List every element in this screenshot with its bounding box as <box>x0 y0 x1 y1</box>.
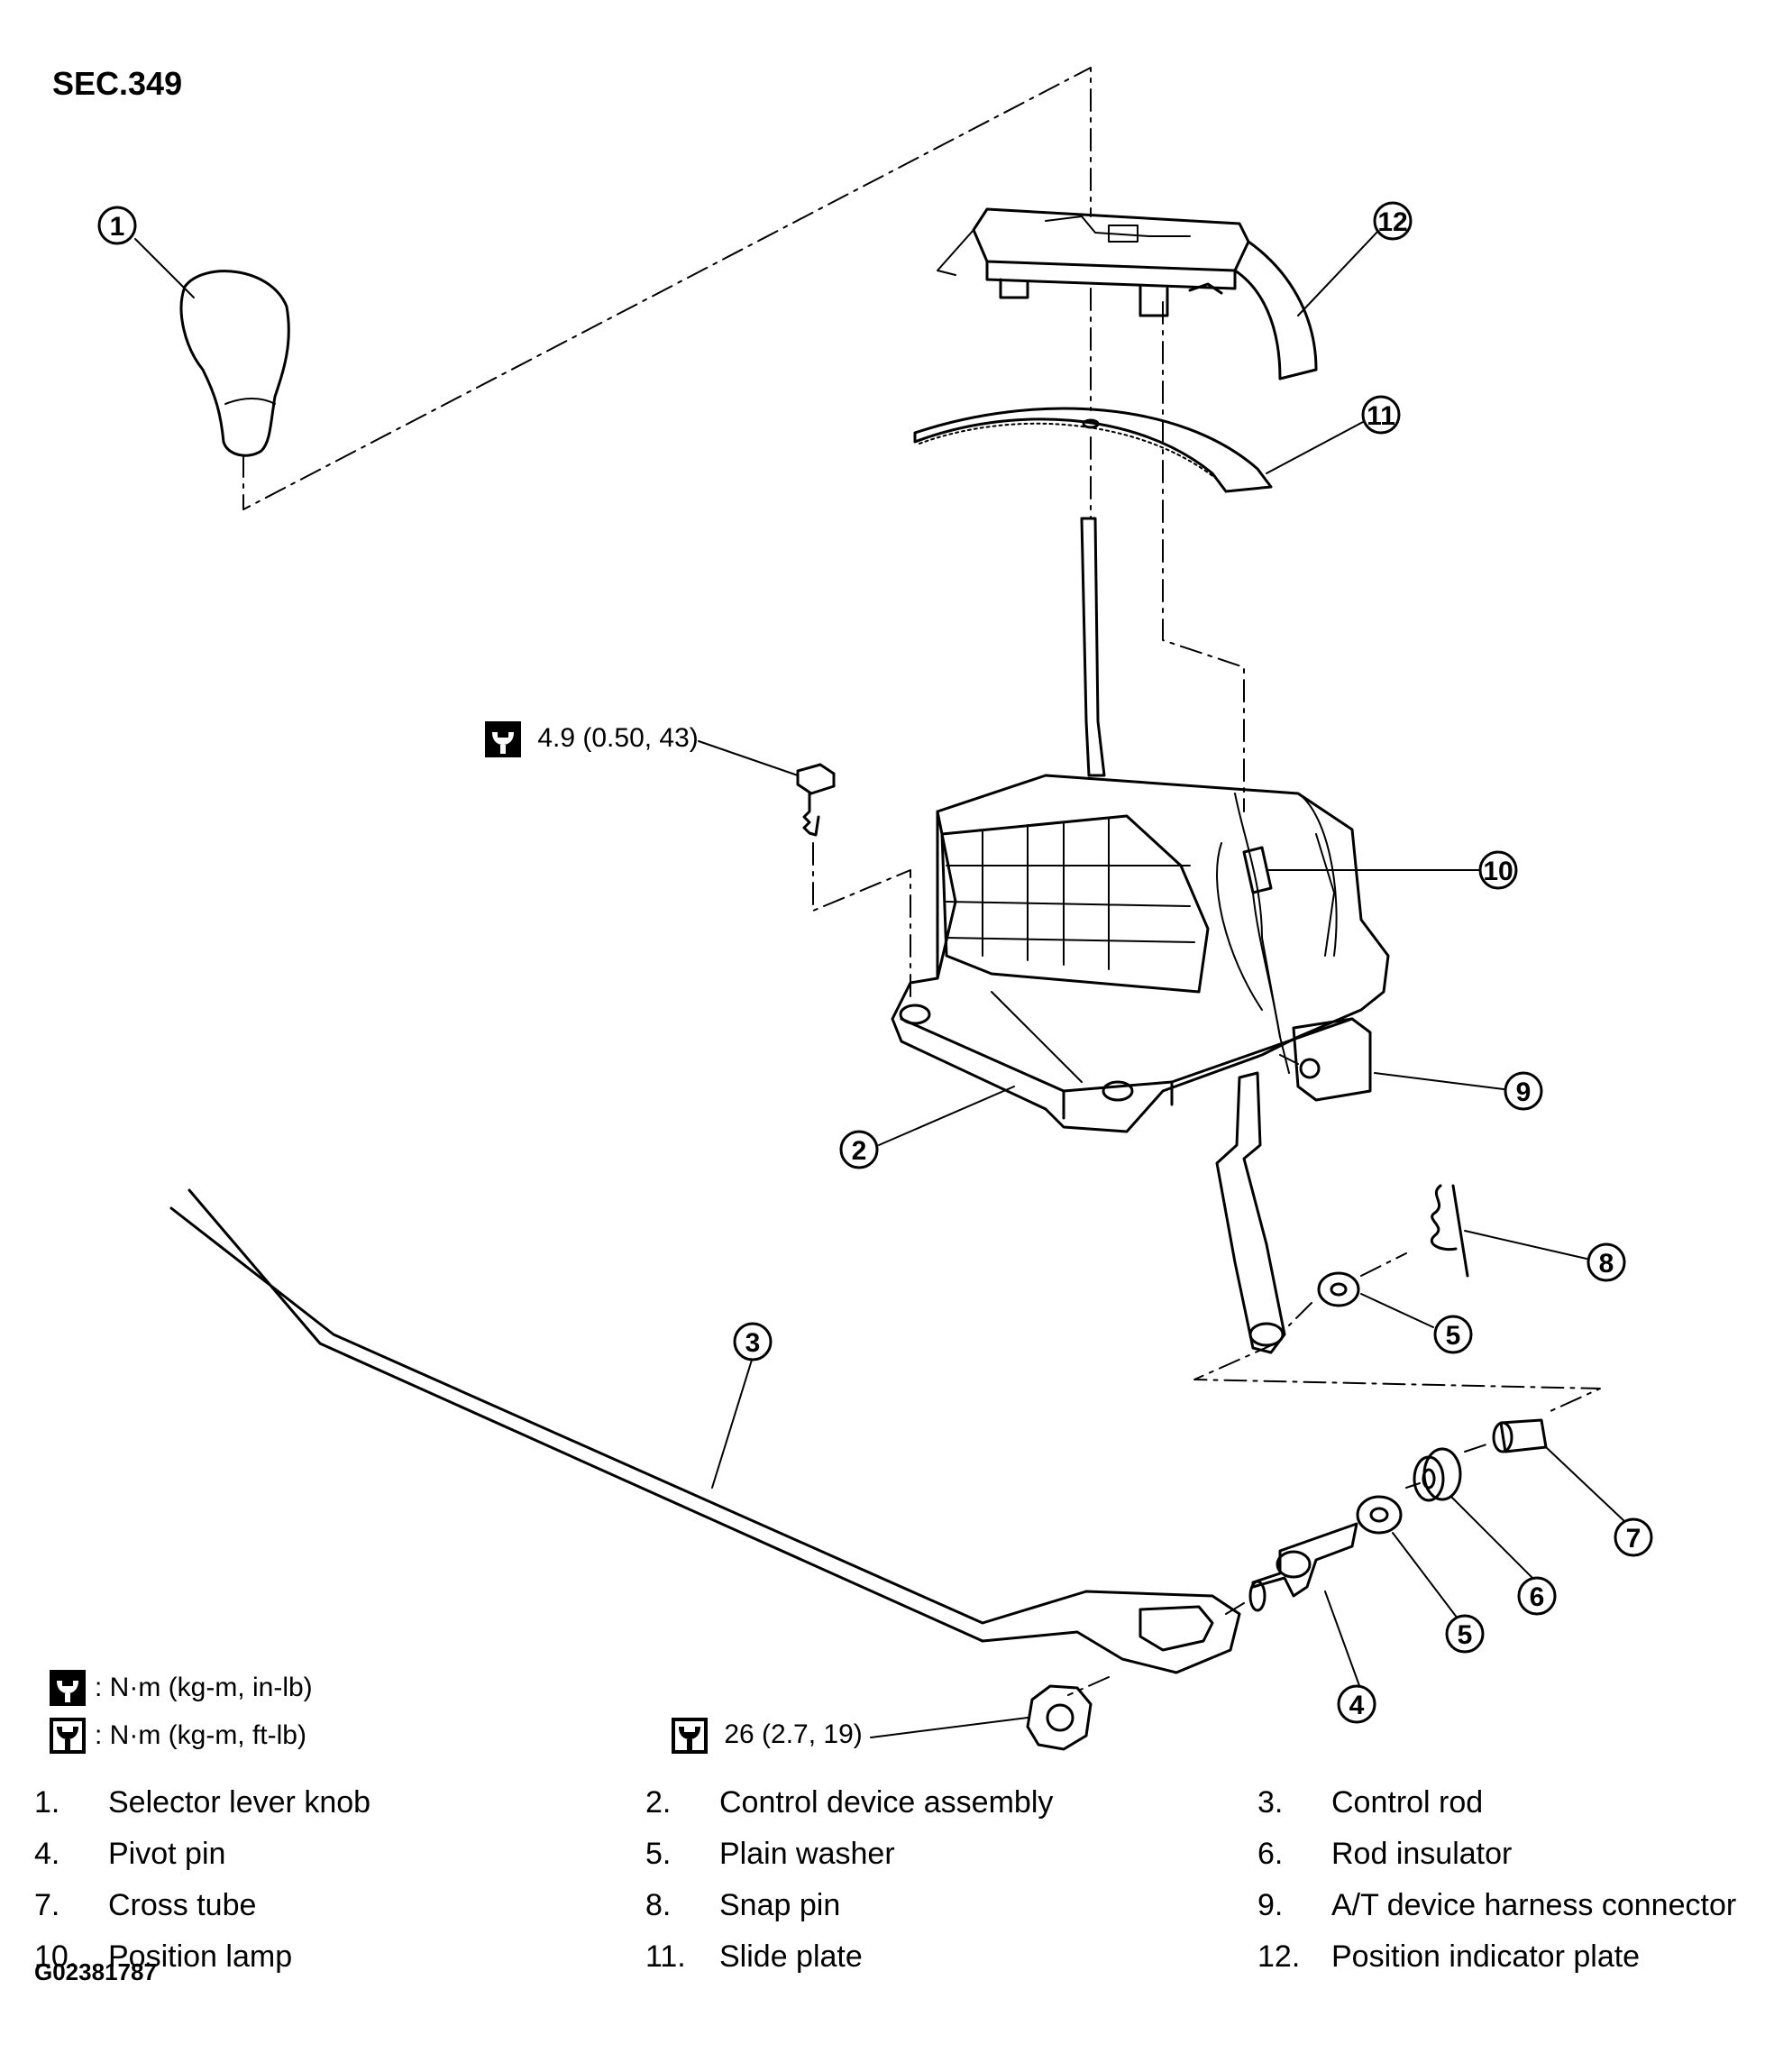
rod-insulator <box>1413 1447 1462 1502</box>
torque-wrench-ft-lb-icon <box>672 1718 708 1754</box>
nut-torque-value: 26 (2.7, 19) <box>724 1719 863 1749</box>
part-number: 8. <box>645 1888 672 1922</box>
harness-connector <box>1279 1017 1372 1102</box>
svg-text:9: 9 <box>1516 1077 1532 1107</box>
callout-1: 1 <box>97 206 137 245</box>
callout-7: 7 <box>1614 1517 1653 1557</box>
part-number: 6. <box>1257 1837 1284 1871</box>
part-number: 12. <box>1257 1939 1301 1974</box>
legend-ft-lb: : N·m (kg-m, ft-lb) <box>50 1718 306 1754</box>
svg-text:7: 7 <box>1626 1524 1641 1554</box>
callout-2: 2 <box>839 1130 879 1169</box>
part-name: Position indicator plate <box>1331 1939 1641 1974</box>
svg-text:2: 2 <box>852 1136 867 1166</box>
pivot-guide-line <box>1405 1442 1493 1489</box>
torque-wrench-ft-lb-icon <box>50 1718 86 1754</box>
torque-wrench-in-lb-icon <box>50 1670 86 1706</box>
callout-9: 9 <box>1504 1071 1543 1111</box>
part-name: Rod insulator <box>1331 1837 1513 1871</box>
part-number: 3. <box>1257 1785 1284 1820</box>
pivot-pin-guide <box>1067 1602 1245 1696</box>
selector-lower-arm <box>1215 1071 1286 1354</box>
selector-lever-knob <box>179 270 290 457</box>
nut-torque-spec: 26 (2.7, 19) <box>672 1718 863 1754</box>
position-indicator-plate <box>937 207 1318 380</box>
pin-guide-line <box>1193 1252 1601 1412</box>
control-rod <box>169 1188 1241 1674</box>
indicator-guide-line <box>1090 288 1245 812</box>
legend-in-lb: : N·m (kg-m, in-lb) <box>50 1670 313 1706</box>
callout-5-upper: 5 <box>1433 1315 1473 1354</box>
part-number: 7. <box>34 1888 60 1922</box>
callout-10: 10 <box>1478 850 1518 890</box>
svg-text:5: 5 <box>1458 1620 1473 1650</box>
callout-12: 12 <box>1373 201 1413 241</box>
part-number: 4. <box>34 1837 60 1871</box>
svg-text:8: 8 <box>1599 1249 1614 1279</box>
svg-text:5: 5 <box>1446 1321 1461 1351</box>
knob-guide-line <box>242 67 1092 510</box>
callout-3: 3 <box>733 1322 773 1361</box>
part-number: 5. <box>645 1837 672 1871</box>
callout-8: 8 <box>1587 1242 1626 1282</box>
svg-text:3: 3 <box>745 1328 761 1358</box>
callout-4: 4 <box>1337 1684 1376 1724</box>
legend-in-lb-text: : N·m (kg-m, in-lb) <box>95 1673 313 1702</box>
section-label: SEC.349 <box>52 65 183 102</box>
leader-lines <box>134 229 1626 1738</box>
bolt-torque-value: 4.9 (0.50, 43) <box>537 722 699 753</box>
legend-ft-lb-text: : N·m (kg-m, ft-lb) <box>95 1720 306 1750</box>
part-number: 9. <box>1257 1888 1284 1922</box>
part-name: Pivot pin <box>108 1837 226 1871</box>
svg-text:1: 1 <box>110 212 125 242</box>
callout-6: 6 <box>1517 1576 1557 1616</box>
part-name: Position lamp <box>108 1939 293 1974</box>
svg-text:10: 10 <box>1483 857 1513 886</box>
callout-11: 11 <box>1361 395 1401 435</box>
svg-text:12: 12 <box>1377 207 1407 237</box>
part-name: Plain washer <box>719 1837 895 1871</box>
selector-lever-rod <box>1080 517 1106 777</box>
part-name: Control rod <box>1331 1785 1484 1820</box>
part-name: Snap pin <box>719 1888 841 1922</box>
flange-nut <box>1026 1684 1093 1751</box>
control-device-assembly <box>891 774 1390 1133</box>
cross-tube <box>1492 1418 1548 1453</box>
part-number: 11. <box>645 1939 686 1974</box>
mounting-bolt <box>796 763 836 837</box>
torque-wrench-in-lb-icon <box>485 721 521 757</box>
slide-plate <box>913 407 1273 493</box>
part-name: Control device assembly <box>719 1785 1054 1820</box>
part-name: A/T device harness connector <box>1331 1888 1737 1922</box>
part-number: 1. <box>34 1785 60 1820</box>
callouts: 1 12 11 10 9 2 8 5 3 7 6 5 4 <box>97 201 1653 1724</box>
part-name: Selector lever knob <box>108 1785 371 1820</box>
part-number: 2. <box>645 1785 672 1820</box>
plain-washer-lower <box>1356 1495 1403 1535</box>
pivot-pin <box>1248 1522 1358 1612</box>
part-name: Cross tube <box>108 1888 257 1922</box>
plain-washer-upper <box>1317 1271 1360 1307</box>
bolt-torque-spec: 4.9 (0.50, 43) <box>485 721 699 757</box>
bolt-guide-line <box>812 842 911 1000</box>
snap-pin <box>1430 1184 1469 1278</box>
parts-list: 1. Selector lever knob 2. Control device a… <box>34 1785 1765 2002</box>
svg-text:4: 4 <box>1349 1691 1365 1720</box>
part-name: Slide plate <box>719 1939 863 1974</box>
position-lamp <box>1216 842 1290 1074</box>
figure-id: G02381787 <box>34 1958 157 1985</box>
part-number: 10. <box>34 1939 78 1974</box>
svg-text:6: 6 <box>1530 1582 1545 1612</box>
callout-5-lower: 5 <box>1445 1614 1485 1654</box>
svg-text:11: 11 <box>1367 401 1395 431</box>
